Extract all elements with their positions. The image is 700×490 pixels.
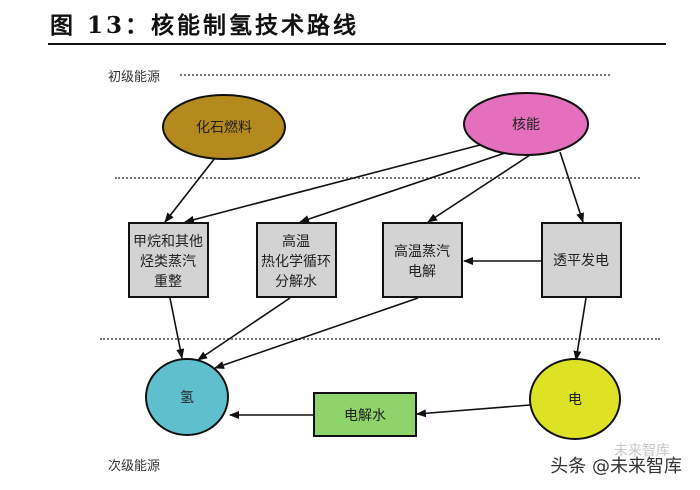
- node-turbine-power: 透平发电: [541, 222, 622, 298]
- watermark-ghost-text: 未来智库: [614, 443, 670, 459]
- figure-title: 图 13：核能制氢技术路线: [50, 12, 360, 39]
- edge-nuclear-to-steam-electrolysis: [427, 154, 531, 223]
- methane-reforming-box: [128, 222, 209, 298]
- methane-reforming-line-2: 烃类蒸汽: [140, 254, 196, 270]
- primary-energy-label: 初级能源: [108, 70, 161, 85]
- methane-reforming-line-1: 甲烷和其他: [133, 234, 203, 250]
- electricity-label: 电: [568, 392, 582, 408]
- hydrogen-ellipse: [145, 358, 229, 436]
- node-nuclear: 核能: [463, 92, 589, 156]
- steam-electrolysis-line-1: 高温蒸汽: [394, 243, 450, 260]
- edge-nuclear-to-thermochem: [299, 152, 506, 223]
- secondary-energy-label: 次级能源: [108, 459, 161, 474]
- edge-steam-electrolysis-to-hydrogen: [214, 297, 419, 369]
- edge-turbine-to-electricity: [573, 297, 587, 361]
- edge-nuclear-to-turbine: [559, 151, 584, 223]
- watermark: 头条 @未来智库: [550, 456, 682, 477]
- middle-divider-line-top: [115, 177, 640, 179]
- fossil-fuel-label: 化石燃料: [196, 119, 252, 136]
- edge-fossil-to-methane: [164, 157, 216, 223]
- nuclear-label: 核能: [512, 117, 540, 133]
- node-steam-electrolysis: 高温蒸汽 电解: [382, 222, 463, 298]
- edge-nuclear-to-methane: [184, 144, 481, 224]
- node-electricity: 电: [529, 358, 621, 440]
- node-thermochemical-cycle: 高温 热化学循环 分解水: [256, 222, 337, 298]
- node-fossil-fuel: 化石燃料: [162, 94, 286, 160]
- node-hydrogen: 氢: [145, 358, 229, 436]
- thermochemical-cycle-line-2: 热化学循环: [261, 254, 331, 270]
- edge-thermochem-to-hydrogen: [197, 297, 291, 361]
- turbine-power-box: [541, 222, 622, 298]
- hydrogen-label: 氢: [180, 390, 194, 406]
- edge-methane-to-hydrogen: [169, 297, 185, 359]
- node-water-electrolysis: 电解水: [313, 392, 417, 437]
- node-methane-reforming: 甲烷和其他 烃类蒸汽 重整: [128, 222, 209, 298]
- nuclear-ellipse: [463, 92, 589, 156]
- steam-electrolysis-line-2: 电解: [408, 264, 436, 280]
- title-divider: [48, 43, 666, 45]
- water-electrolysis-label: 电解水: [344, 408, 386, 424]
- methane-reforming-line-3: 重整: [154, 274, 182, 290]
- thermochemical-cycle-line-1: 高温: [282, 233, 310, 250]
- water-electrolysis-box: [313, 392, 417, 437]
- thermochemical-cycle-box: [256, 222, 337, 298]
- turbine-power-label: 透平发电: [553, 253, 609, 269]
- edge-electricity-to-water-electrolysis: [416, 404, 531, 418]
- fossil-fuel-ellipse: [162, 94, 286, 160]
- steam-electrolysis-box: [382, 222, 463, 298]
- electricity-ellipse: [529, 358, 621, 440]
- middle-divider-line-bottom: [100, 338, 660, 340]
- thermochemical-cycle-line-3: 分解水: [275, 274, 317, 290]
- primary-divider-line: [180, 74, 610, 76]
